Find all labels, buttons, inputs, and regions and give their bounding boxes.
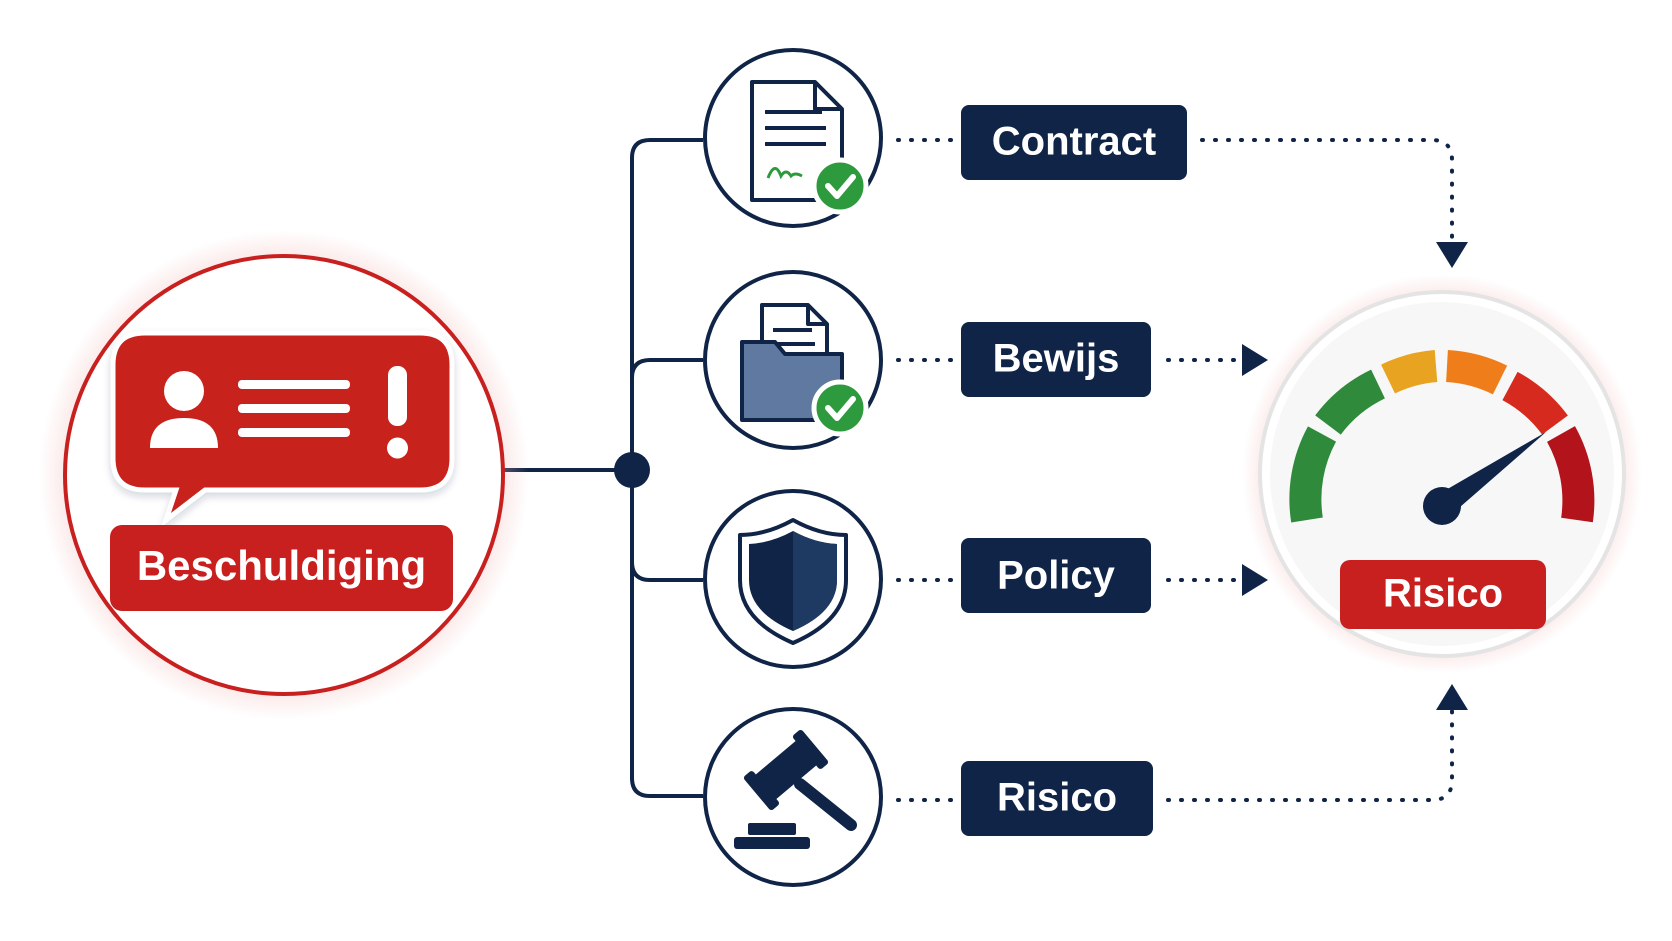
branch-label-bewijs: Bewijs: [961, 322, 1151, 397]
dotted-connectors: [896, 138, 1454, 802]
folder-document-check-icon: [740, 303, 869, 437]
source-node: Beschuldiging: [39, 230, 529, 720]
exclamation-icon: [388, 366, 407, 426]
target-label: Risico: [1383, 572, 1503, 616]
arrow-heads: [1242, 242, 1468, 710]
branch-connector-policy: [630, 561, 703, 582]
shield-icon: [738, 518, 848, 645]
junction-node: [614, 452, 650, 488]
source-label-box: Beschuldiging: [110, 525, 453, 611]
arrow-right-icon: [1242, 564, 1268, 596]
alert-speech-bubble-icon: [110, 330, 455, 527]
branch-label-risico: Risico: [961, 761, 1153, 836]
source-label: Beschuldiging: [137, 542, 426, 589]
branch-node-policy: [703, 489, 883, 669]
branch-label-text: Risico: [997, 776, 1117, 820]
tree-connectors: [500, 138, 703, 798]
arrow-down-icon: [1436, 242, 1468, 268]
person-icon: [164, 371, 204, 411]
branch-label-text: Bewijs: [993, 337, 1120, 381]
branch-label-text: Contract: [992, 120, 1156, 164]
branch-connector-bewijs: [630, 358, 703, 379]
arrow-up-icon: [1436, 684, 1468, 710]
branch-label-contract: Contract: [961, 105, 1187, 180]
branch-label-text: Policy: [997, 554, 1116, 598]
target-label-box: Risico: [1340, 560, 1546, 629]
gauge-needle-icon: [1423, 432, 1546, 525]
risk-gauge-icon: [1289, 350, 1595, 523]
branch-node-contract: [703, 48, 883, 228]
gavel-icon: [734, 729, 857, 849]
target-node: Risico: [1242, 274, 1642, 674]
branch-node-bewijs: [703, 270, 883, 450]
branch-label-policy: Policy: [961, 538, 1151, 613]
branch-node-risico: [703, 707, 883, 887]
signed-document-check-icon: [750, 80, 869, 215]
arrow-right-icon: [1242, 344, 1268, 376]
